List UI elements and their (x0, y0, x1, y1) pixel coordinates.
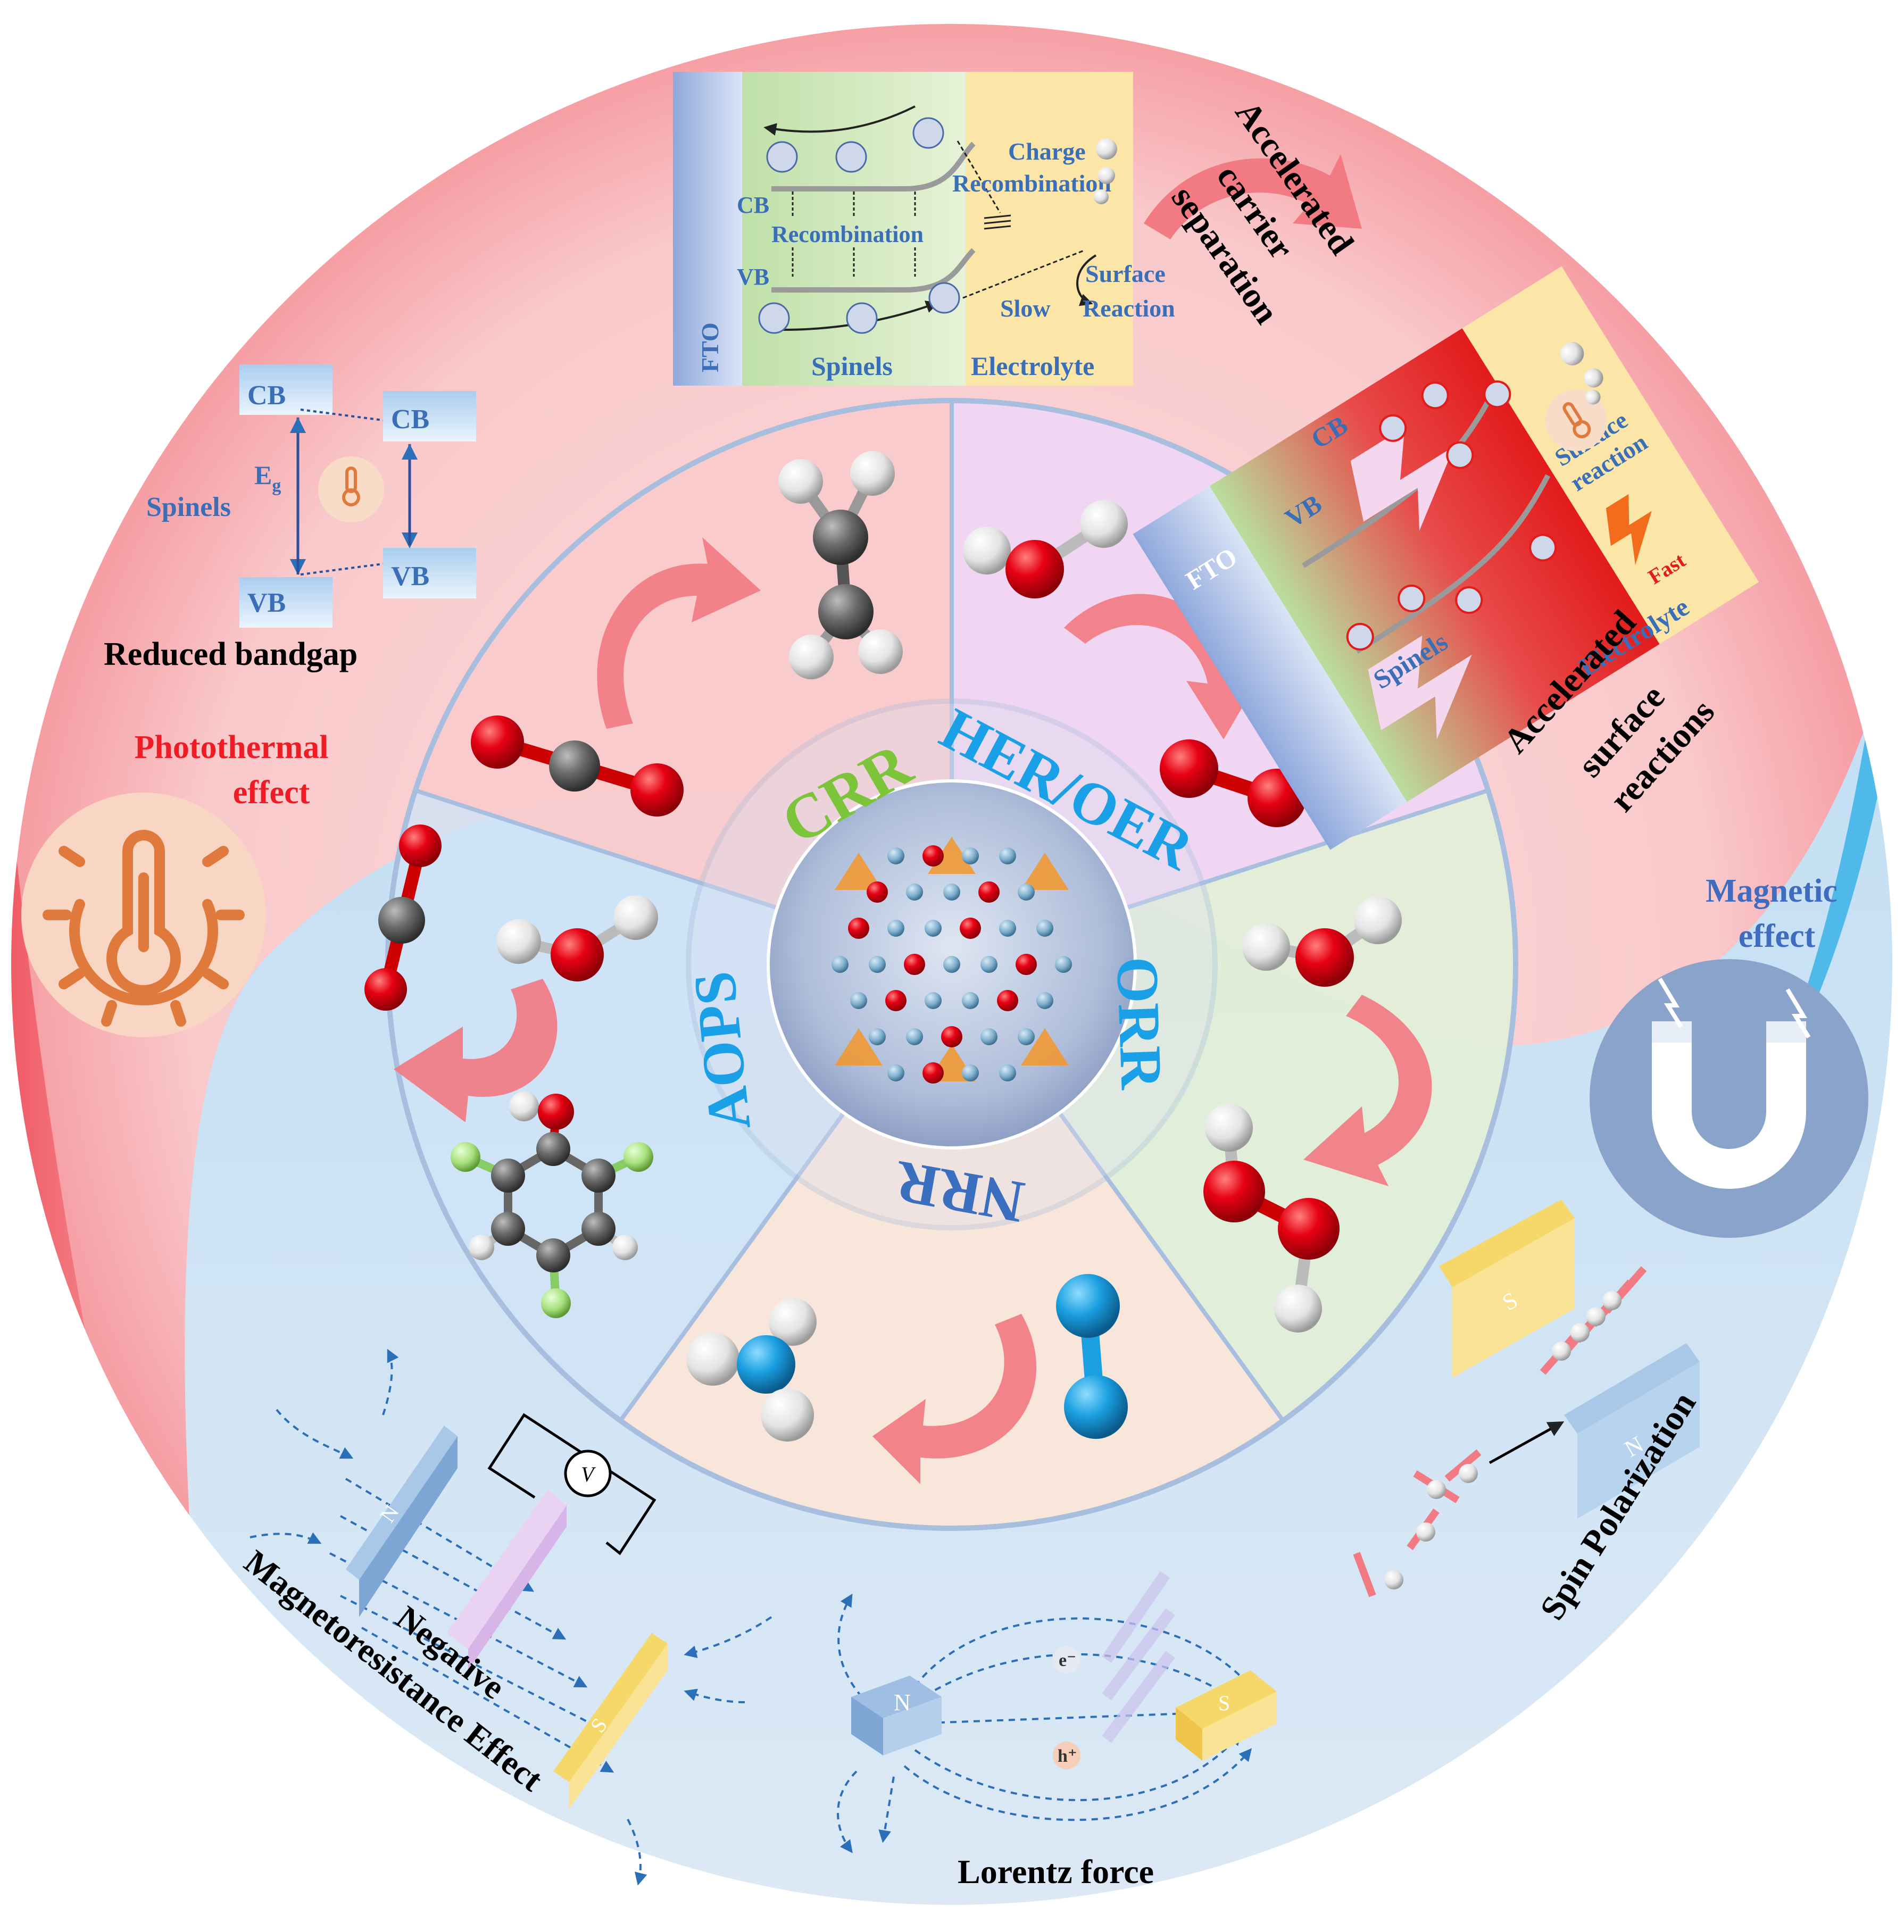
metal-atom (962, 1064, 979, 1081)
slow-charge: Charge (1008, 138, 1086, 165)
metal-atom (999, 920, 1016, 937)
metal-atom (943, 884, 960, 901)
oxygen-atom (922, 845, 944, 867)
label-orr: ORR (1104, 956, 1175, 1091)
oxygen-atom (978, 881, 1000, 903)
tetrahedron-site (1021, 853, 1069, 890)
metal-atom (887, 920, 904, 937)
slow-fto: FTO (696, 322, 724, 372)
bandgap-spinels: Spinels (146, 492, 231, 522)
co2-molecule (471, 715, 684, 817)
hydrogen-peroxide-molecule (1203, 1104, 1340, 1333)
slow-reaction-panel: FTO CB VB Recombination Charge Recombina… (673, 72, 1175, 386)
nitrogen-molecule (1056, 1274, 1128, 1439)
metal-atom (869, 1028, 886, 1045)
metal-atom (869, 956, 886, 973)
slow-recombination: Recombination (771, 221, 924, 247)
tetrahedron-site (835, 1028, 883, 1065)
metal-atom (1055, 956, 1072, 973)
slow-spinels: Spinels (811, 351, 893, 381)
slow-cb: CB (737, 192, 769, 218)
crr-arrow (597, 537, 761, 729)
ethylene-molecule (778, 451, 903, 679)
lorentz-force-panel: N S e⁻ h⁺ Lorentz force (837, 1571, 1277, 1891)
tetrahedron-site (835, 853, 883, 890)
oxygen-atom (997, 990, 1018, 1011)
nrr-arrow (872, 1314, 1037, 1484)
bandgap-eg: Eg (254, 460, 281, 496)
lorentz-hole: h⁺ (1058, 1746, 1077, 1766)
lorentz-pole-s: S (1218, 1691, 1230, 1715)
oxygen-atom (885, 990, 907, 1011)
tetrahedron-site (1021, 1028, 1069, 1065)
slow-surface: Surface (1085, 260, 1166, 287)
fast-reaction-panel: FTO VB CB Spinels Electrolyte Surface re… (1133, 266, 1759, 850)
aops-arrow (394, 979, 558, 1122)
metal-atom (1036, 992, 1053, 1009)
reduced-bandgap-panel: CB CB VB VB Eg Spinels Reduced bandgap (104, 364, 476, 672)
metal-atom (906, 884, 923, 901)
fast-thermometer-icon (1562, 402, 1591, 438)
band-cb-right: CB (391, 404, 429, 435)
oxygen-atom (1016, 954, 1037, 975)
metal-atom (1018, 884, 1035, 901)
lorentz-electron: e⁻ (1059, 1651, 1076, 1670)
metal-atom (850, 992, 867, 1009)
lorentz-pole-n: N (894, 1689, 911, 1716)
metal-atom (832, 956, 849, 973)
co2-molecule-aops (364, 825, 442, 1011)
small-thermometer-icon (342, 467, 360, 506)
band-vb-left: VB (247, 588, 286, 618)
spinel-core (767, 779, 1137, 1150)
oxygen-atom (848, 918, 869, 939)
metal-atom (999, 1064, 1016, 1081)
band-vb-right: VB (391, 561, 429, 592)
water-molecule-her (963, 500, 1128, 598)
metal-atom (943, 956, 960, 973)
photothermal-title-line2: effect (233, 775, 310, 811)
oxygen-atom (922, 1062, 944, 1084)
ammonia-molecule (686, 1298, 817, 1442)
oxygen-atom (867, 881, 888, 903)
oxygen-atom (904, 954, 925, 975)
tetrahedron-site (928, 837, 976, 874)
metal-atom (925, 920, 942, 937)
slow-slow: Slow (1000, 295, 1051, 322)
slow-carriers (758, 117, 1117, 334)
orr-arrow (1303, 995, 1432, 1186)
metal-atom (906, 1028, 923, 1045)
thermometer-icon (21, 793, 266, 1037)
slow-reaction: Reaction (1083, 295, 1175, 322)
metal-atom (980, 956, 997, 973)
band-cb-left: CB (247, 380, 286, 411)
oxygen-atom (941, 1026, 962, 1047)
slow-charge-recombination: Recombination (952, 170, 1111, 197)
lorentz-label: Lorentz force (958, 1853, 1154, 1891)
magnetic-title-line1: Magnetic (1706, 873, 1838, 909)
metal-atom (962, 992, 979, 1009)
photothermal-title-line1: Photothermal (134, 729, 328, 765)
metal-atom (1018, 1028, 1035, 1045)
oxygen-atom (960, 918, 981, 939)
water-molecule-orr (1242, 896, 1402, 987)
metal-atom (999, 847, 1016, 864)
magnetic-title-line2: effect (1739, 918, 1816, 954)
fast-carriers (1346, 342, 1603, 651)
nmr-voltmeter: V (581, 1462, 596, 1486)
metal-atom (925, 992, 942, 1009)
metal-atom (887, 847, 904, 864)
metal-atom (980, 1028, 997, 1045)
slow-electrolyte: Electrolyte (971, 351, 1094, 381)
metal-atom (1036, 920, 1053, 937)
phenol-atoms (451, 1092, 653, 1318)
magnet-icon (1590, 959, 1868, 1238)
slow-vb: VB (737, 264, 769, 290)
reduced-bandgap-caption: Reduced bandgap (104, 636, 357, 672)
metal-atom (887, 1064, 904, 1081)
oxygen-molecule (1160, 739, 1306, 827)
water-molecule-aops (496, 895, 658, 981)
metal-atom (962, 847, 979, 864)
